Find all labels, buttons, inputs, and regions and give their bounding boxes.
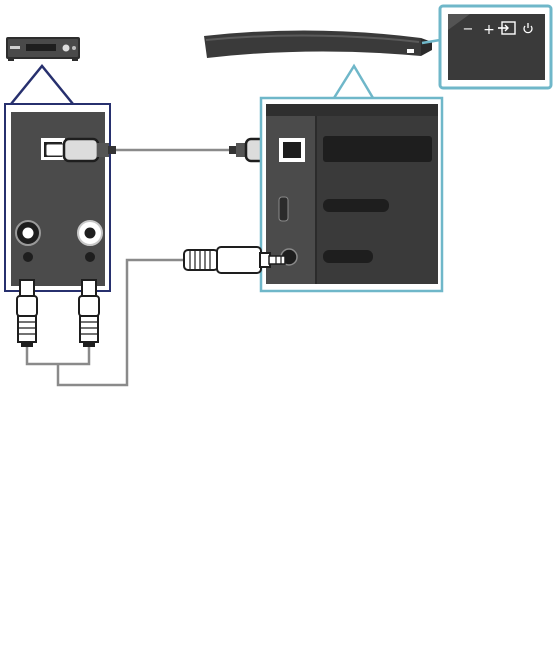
stereo-mini-plug [183, 246, 286, 274]
source-device [6, 37, 80, 61]
volume-up-button[interactable]: + [483, 22, 495, 38]
audio-cable-wire [25, 258, 186, 387]
source-input-icon[interactable] [498, 21, 516, 35]
port-label-plate [323, 136, 432, 162]
soundbar-rear-callout [332, 63, 375, 99]
port-label-plate [323, 250, 373, 263]
rca-cable-right [78, 279, 100, 347]
device-callout-line [10, 64, 74, 105]
service-port [278, 196, 289, 222]
control-panel-callout [421, 38, 441, 45]
source-rear-panel [4, 103, 111, 292]
soundbar [204, 30, 432, 58]
power-icon[interactable] [523, 23, 533, 34]
soundbar-control-panel: − + [438, 4, 553, 90]
rca-cable-left [16, 279, 38, 347]
port-label-plate [323, 199, 389, 212]
soundbar-rear-panel [259, 96, 444, 293]
volume-down-button[interactable]: − [463, 22, 474, 37]
